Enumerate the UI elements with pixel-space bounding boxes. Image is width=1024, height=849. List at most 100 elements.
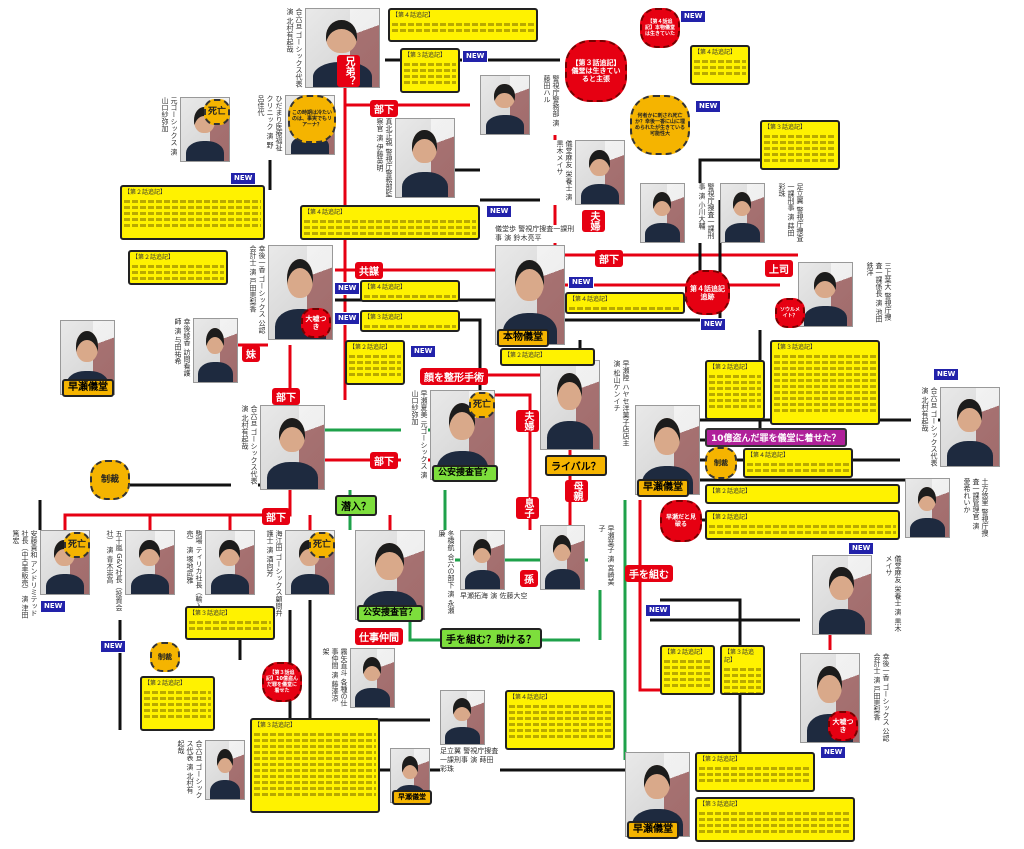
episode-note-tag: 【第４話追記】 <box>694 49 737 56</box>
portrait-icon <box>326 19 358 53</box>
episode-note-tag: 【第３話追記】 <box>724 649 755 664</box>
episode-note: 【第３話追記】 <box>770 340 880 425</box>
portrait-icon <box>733 192 752 217</box>
character-caption: 早瀬拓海 演 佐藤大空 <box>460 592 530 601</box>
episode-note-tag: 【第４話追記】 <box>569 296 612 303</box>
episode-note: 【第２話追記】 <box>500 348 595 366</box>
character-caption: 幸後一香 ゴーシックス 公認会計士 演 戸田恵梨香 <box>863 653 890 743</box>
episode-note-tag: 【第２話追記】 <box>709 488 752 495</box>
portrait-icon <box>957 398 982 432</box>
portrait-icon <box>453 698 472 721</box>
portrait-icon <box>653 192 672 217</box>
new-badge: NEW <box>848 542 875 555</box>
portrait-icon <box>553 534 572 562</box>
new-badge: NEW <box>462 50 489 63</box>
character-caption: 土方悠里 警視庁捜査一課管理官 演 愛希れいか <box>953 478 989 538</box>
episode-note-tag: 【第２話追記】 <box>349 344 392 351</box>
character-photo-komaba <box>205 530 255 595</box>
episode-note: 【第３話追記】 <box>400 48 460 93</box>
character-photo-igarashi <box>125 530 175 595</box>
new-badge: NEW <box>933 368 960 381</box>
portrait-icon <box>375 543 404 581</box>
character-caption: 元ゴーシックス 演 山口紗弥加 <box>151 97 178 162</box>
character-photo-kiriya <box>350 648 395 708</box>
portrait-icon <box>75 331 99 362</box>
episode-note: 【第２話追記】 <box>705 484 900 504</box>
character-caption: 警視庁捜査一課刑事 演 小川大輔 <box>688 183 715 243</box>
character-photo-yoko <box>540 525 585 590</box>
episode-note-tag: 【第２話追記】 <box>709 364 752 371</box>
character-caption: 早瀬陸 ハヤセ洋菓子店店主 演 松山ケンイチ <box>603 360 630 450</box>
relation-label-kyobo: 共謀 <box>355 262 383 279</box>
character-caption: 早瀬夏美 元ゴーシックス 演 山口紗弥加 <box>401 390 428 480</box>
relation-label-te_wo_kumu: 手を組む <box>625 565 673 582</box>
episode-note-tag: 【第２話追記】 <box>709 514 752 521</box>
relation-label-haha: 母親 <box>565 480 588 502</box>
relation-label-buka: 部下 <box>272 388 300 405</box>
burst-label-yuuwaku: 【第３話追記】10億盗んだ罪を儀堂に着せた <box>262 662 302 702</box>
character-caption: 三上葉大 警視庁捜査一課係長 演 池田鉄洋 <box>856 262 892 327</box>
role-tag: 公安捜査官？ <box>432 465 499 482</box>
character-caption: 幸後一香 ゴーシックス 公認会計士 演 戸田恵梨香 <box>239 245 266 340</box>
liar-badge: 大嘘つき <box>828 711 858 741</box>
episode-note-tag: 【第２話追記】 <box>504 352 547 359</box>
episode-note: 【第４話追記】 <box>360 280 460 302</box>
relation-label-fufu: 夫婦 <box>582 210 605 232</box>
episode-note-tag: 【第３話追記】 <box>364 314 407 321</box>
relation-label-rival: ライバル？ <box>545 455 607 476</box>
new-badge: NEW <box>568 276 595 289</box>
character-caption: 真北正親 警視庁警務部監察官 演 伊藤英明 <box>366 118 393 198</box>
character-caption: 五十嵐 G&V社長（投資会社） 演 青木崇高 <box>96 530 123 620</box>
episode-note: 【第３話追記】 <box>695 797 855 842</box>
role-tag: 早瀬儀堂 <box>627 821 679 839</box>
deceased-badge: 死亡 <box>204 99 230 125</box>
character-caption: 合六亘 ゴーシックス代表 演 北村有起哉 <box>911 387 938 467</box>
portrait-icon <box>494 84 515 109</box>
portrait-icon <box>401 756 418 779</box>
episode-note-tag: 【第３話追記】 <box>699 801 742 808</box>
burst-label-seisai: 制裁 <box>90 460 130 500</box>
portrait-icon <box>515 259 544 301</box>
episode-note: 【第４話追記】 <box>690 45 750 85</box>
episode-note: 【第４話追記】 <box>300 205 480 240</box>
burst-label-miyaburu: 早瀬だと見破る <box>660 500 702 542</box>
episode-note: 【第３話追記】 <box>720 645 765 695</box>
new-badge: NEW <box>820 746 847 759</box>
episode-note: 【第４話追記】 <box>565 292 685 314</box>
character-photo-detective-a <box>640 183 685 243</box>
character-photo-hayase-shop <box>540 360 600 450</box>
relation-label-kyodai: 兄弟？ <box>337 55 360 87</box>
episode-note: 【第３話追記】 <box>760 120 840 170</box>
character-caption: 合六亘 ゴーシックス代表 演 北村有起哉 <box>231 405 258 490</box>
episode-note: 【第３話追記】 <box>250 718 380 813</box>
deceased-badge: 死亡 <box>469 392 495 418</box>
new-badge: NEW <box>680 10 707 23</box>
role-tag: 早瀬儀堂 <box>62 379 114 397</box>
episode-note-tag: 【第２話追記】 <box>124 189 167 196</box>
role-tag: 公安捜査官？ <box>357 605 424 622</box>
character-caption: 冬橋航 合六の部下 演 永瀬廉 <box>428 530 455 620</box>
episode-note-tag: 【第４話追記】 <box>364 284 407 291</box>
episode-note-tag: 【第４話追記】 <box>747 452 790 459</box>
character-photo-adachi <box>440 690 485 745</box>
new-badge: NEW <box>695 100 722 113</box>
episode-note-tag: 【第３話追記】 <box>254 722 297 729</box>
episode-note-tag: 【第２話追記】 <box>144 680 187 687</box>
new-badge: NEW <box>645 604 672 617</box>
relation-label-seikei: 顔を整形手術 <box>420 368 488 385</box>
portrait-icon <box>643 764 671 800</box>
portrait-icon <box>216 749 233 774</box>
deceased-badge: 死亡 <box>64 532 90 558</box>
character-photo-aoki <box>480 75 530 135</box>
new-badge: NEW <box>40 600 67 613</box>
portrait-icon <box>653 418 681 456</box>
character-photo-gido-real <box>495 245 565 345</box>
character-photo-goroku-mid <box>260 405 325 490</box>
episode-note: 【第２話追記】 <box>705 360 765 420</box>
character-caption: ひだまり医療福祉クリニック 演 野呂佳代 <box>247 95 283 155</box>
character-photo-takumi <box>460 530 505 590</box>
character-photo-goroku-right <box>940 387 1000 467</box>
portrait-icon <box>219 539 240 567</box>
episode-note: 【第２話追記】 <box>120 185 265 240</box>
character-caption: 足立翼 警視庁捜査一課刑事 演 蒔田彩珠 <box>768 183 804 243</box>
